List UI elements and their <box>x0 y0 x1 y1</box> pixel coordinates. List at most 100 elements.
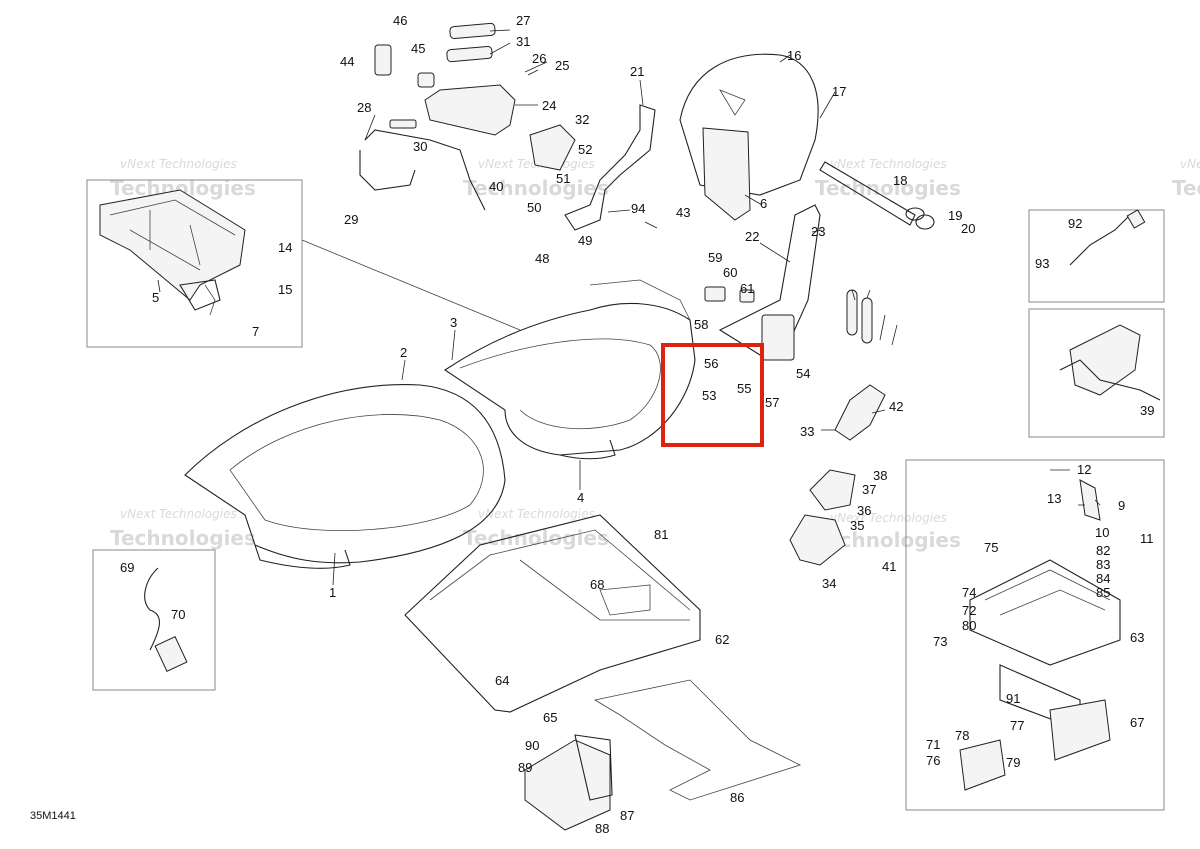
callout-33: 33 <box>800 424 814 439</box>
leader-lines <box>157 29 1101 586</box>
callout-74: 74 <box>962 585 976 600</box>
callout-37: 37 <box>862 482 876 497</box>
cable-inset-drawing <box>144 567 188 673</box>
inset-box-storage <box>86 179 303 348</box>
inset-box-heated <box>1028 308 1165 438</box>
watermark-text: vNext Technologies <box>1180 157 1200 171</box>
watermark-text: vNext Technologies <box>830 511 947 525</box>
callout-27: 27 <box>516 13 530 28</box>
callout-90: 90 <box>525 738 539 753</box>
callout-30: 30 <box>413 139 427 154</box>
callout-73: 73 <box>933 634 947 649</box>
callout-24: 24 <box>542 98 556 113</box>
callout-1: 1 <box>329 585 336 600</box>
callout-19: 19 <box>948 208 962 223</box>
callout-88: 88 <box>595 821 609 836</box>
callout-91: 91 <box>1006 691 1020 706</box>
callout-86: 86 <box>730 790 744 805</box>
callout-9: 9 <box>1118 498 1125 513</box>
callout-4: 4 <box>577 490 584 505</box>
callout-45: 45 <box>411 41 425 56</box>
callout-79: 79 <box>1006 755 1020 770</box>
watermark-text: Technologies <box>463 176 609 200</box>
callout-51: 51 <box>556 171 570 186</box>
callout-21: 21 <box>630 64 644 79</box>
callout-46: 46 <box>393 13 407 28</box>
callout-67: 67 <box>1130 715 1144 730</box>
callout-29: 29 <box>344 212 358 227</box>
callout-59: 59 <box>708 250 722 265</box>
callout-15: 15 <box>278 282 292 297</box>
callout-55: 55 <box>737 381 751 396</box>
inset-box-harness <box>1028 209 1165 303</box>
highlight-box <box>661 343 764 447</box>
callout-38: 38 <box>873 468 887 483</box>
callout-60: 60 <box>723 265 737 280</box>
watermark-text: Technologies <box>110 526 256 550</box>
callout-17: 17 <box>832 84 846 99</box>
seat-drawing <box>184 279 696 569</box>
callout-69: 69 <box>120 560 134 575</box>
callout-52: 52 <box>578 142 592 157</box>
callout-78: 78 <box>955 728 969 743</box>
callout-53: 53 <box>702 388 716 403</box>
callout-26: 26 <box>532 51 546 66</box>
callout-41: 41 <box>882 559 896 574</box>
watermark-text: vNext Technologies <box>120 507 237 521</box>
callout-76: 76 <box>926 753 940 768</box>
callout-11: 11 <box>1140 531 1154 546</box>
callout-57: 57 <box>765 395 779 410</box>
callout-80: 80 <box>962 618 976 633</box>
bracket-inset-drawing <box>959 479 1121 791</box>
callout-2: 2 <box>400 345 407 360</box>
callout-5: 5 <box>152 290 159 305</box>
figure-code: 35M1441 <box>30 810 76 822</box>
callout-28: 28 <box>357 100 371 115</box>
callout-23: 23 <box>811 224 825 239</box>
callout-16: 16 <box>787 48 801 63</box>
callout-92: 92 <box>1068 216 1082 231</box>
callout-44: 44 <box>340 54 354 69</box>
watermark-text: vNext Technologies <box>478 507 595 521</box>
watermark-text: Technologies <box>815 176 961 200</box>
callout-72: 72 <box>962 603 976 618</box>
callout-10: 10 <box>1095 525 1109 540</box>
bracket-drawing <box>564 104 821 361</box>
callout-12: 12 <box>1077 462 1091 477</box>
callout-56: 56 <box>704 356 718 371</box>
callout-54: 54 <box>796 366 810 381</box>
callout-68: 68 <box>590 577 604 592</box>
callout-31: 31 <box>516 34 530 49</box>
callout-58: 58 <box>694 317 708 332</box>
callout-20: 20 <box>961 221 975 236</box>
inset-boxes <box>86 179 1165 811</box>
callout-22: 22 <box>745 229 759 244</box>
callout-34: 34 <box>822 576 836 591</box>
callout-65: 65 <box>543 710 557 725</box>
callout-40: 40 <box>489 179 503 194</box>
small-parts-right <box>704 286 886 566</box>
callout-50: 50 <box>527 200 541 215</box>
callout-71: 71 <box>926 737 940 752</box>
callout-14: 14 <box>278 240 292 255</box>
callout-94: 94 <box>631 201 645 216</box>
callout-85: 85 <box>1096 585 1110 600</box>
harness-drawing <box>1059 209 1161 401</box>
callout-64: 64 <box>495 673 509 688</box>
inset-box-cable <box>92 549 216 691</box>
storage-box-bottom <box>524 734 613 831</box>
callout-36: 36 <box>857 503 871 518</box>
callout-42: 42 <box>889 399 903 414</box>
callout-82: 82 <box>1096 543 1110 558</box>
callout-84: 84 <box>1096 571 1110 586</box>
callout-32: 32 <box>575 112 589 127</box>
callout-49: 49 <box>578 233 592 248</box>
callout-77: 77 <box>1010 718 1024 733</box>
tray-drawing <box>404 514 802 801</box>
watermark-text: vNext Technologies <box>120 157 237 171</box>
callout-6: 6 <box>760 196 767 211</box>
watermark-text: Technologies <box>463 526 609 550</box>
watermarks: vNext Technologies Technologies vNext Te… <box>110 157 1200 552</box>
callout-62: 62 <box>715 632 729 647</box>
watermark-text: Technologies <box>1172 176 1200 200</box>
